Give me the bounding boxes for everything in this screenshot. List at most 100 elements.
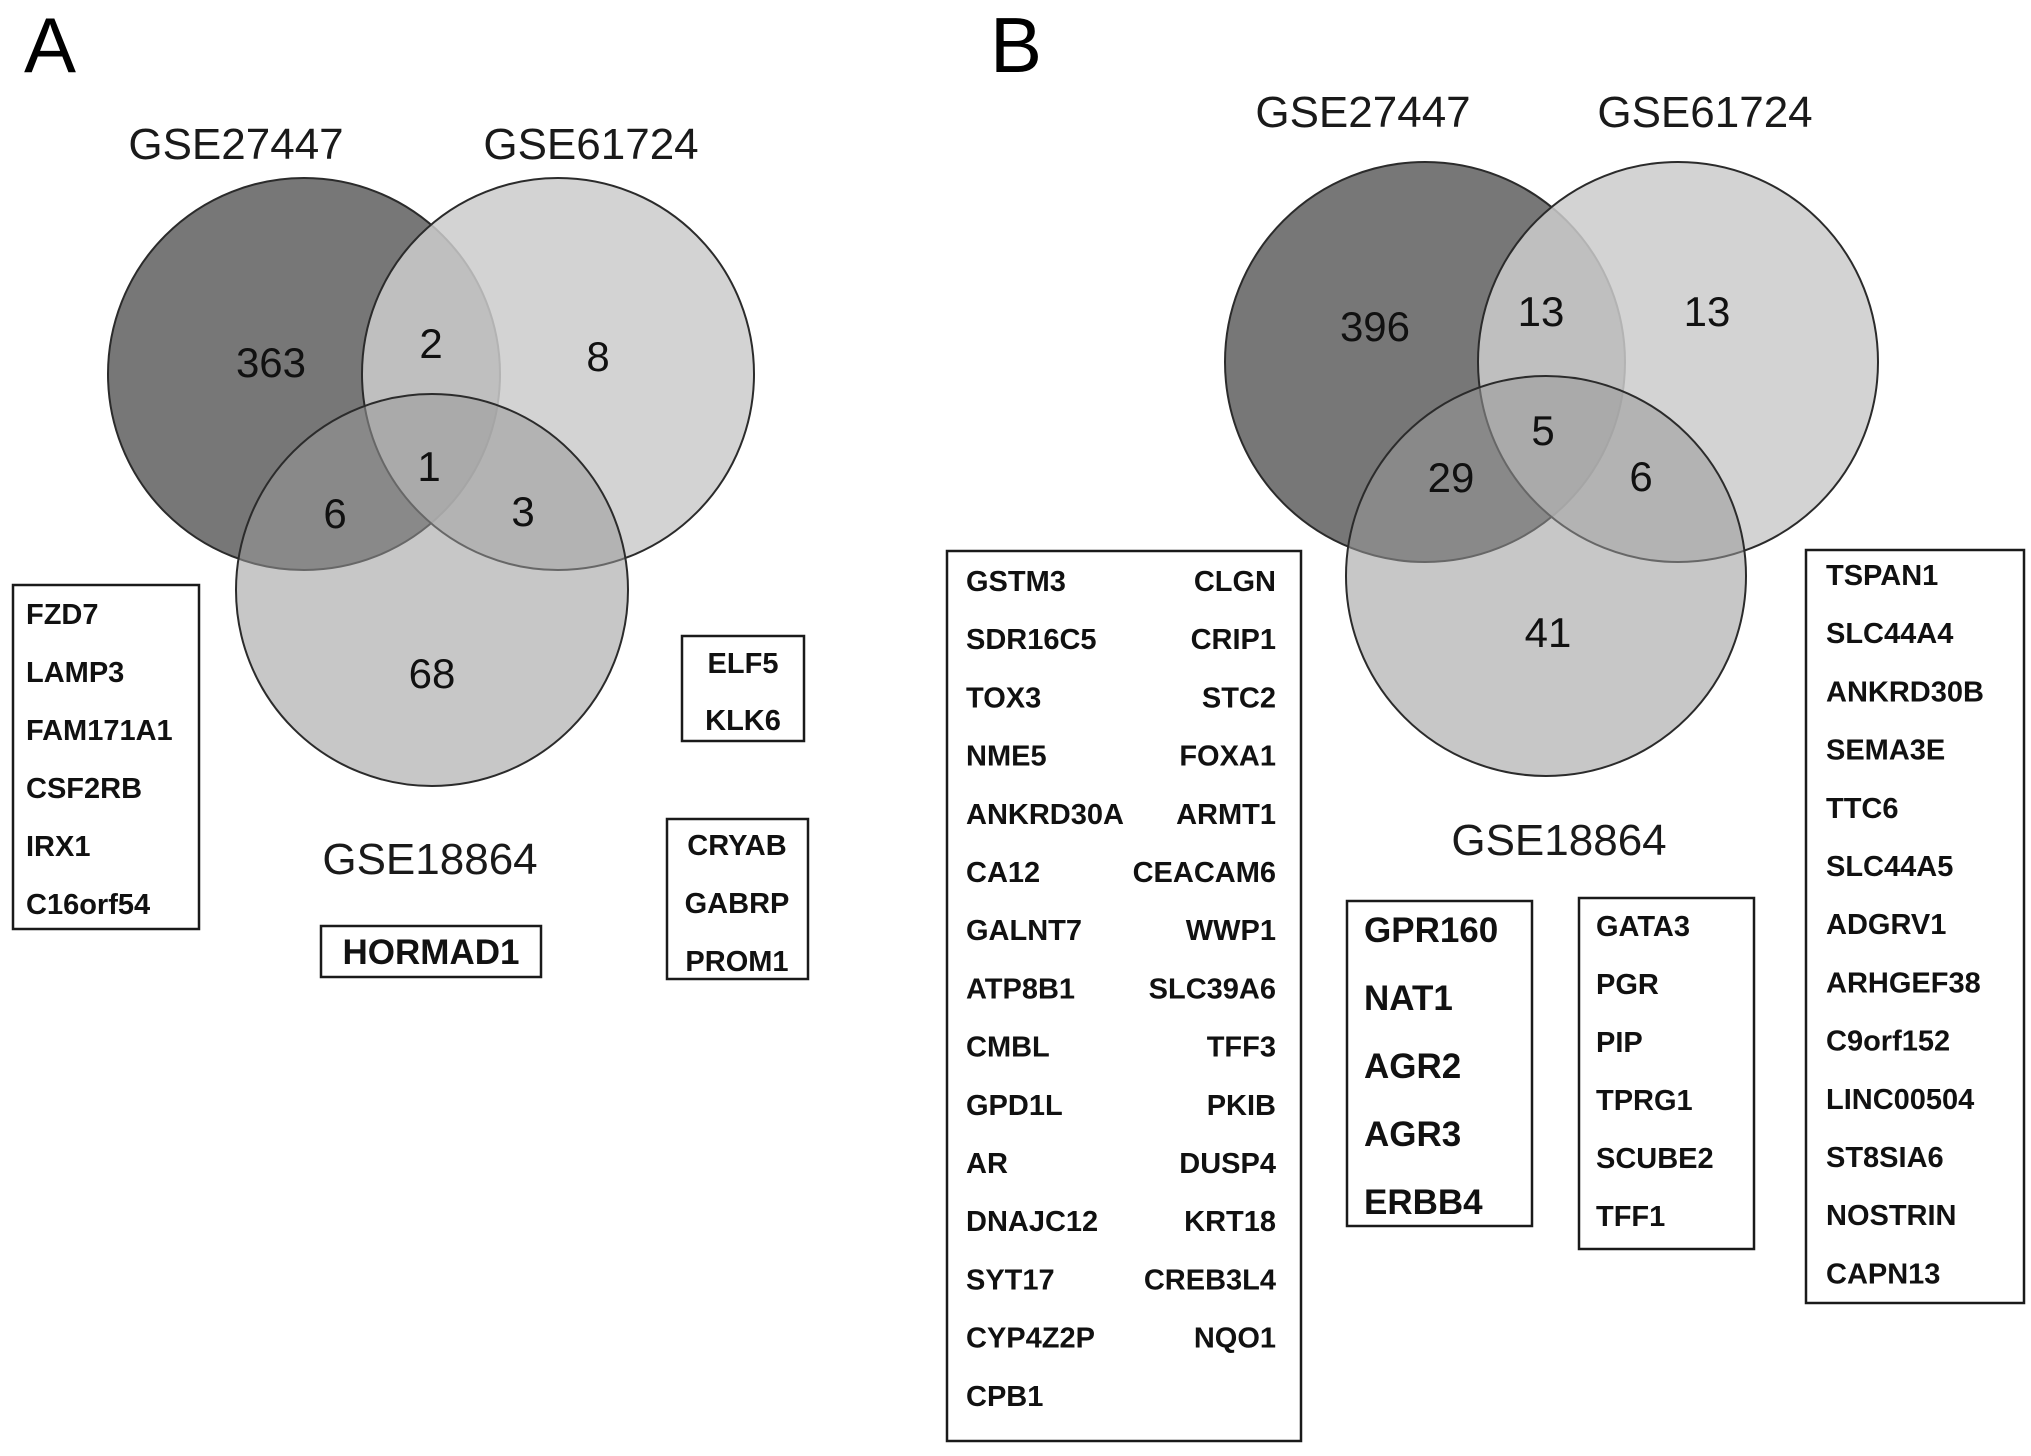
panel-b-label-gse27447: GSE27447 <box>1255 88 1470 137</box>
gene-label: GATA3 <box>1596 911 1690 943</box>
gene-label: CREB3L4 <box>1144 1264 1276 1296</box>
gene-label: ERBB4 <box>1364 1183 1483 1222</box>
panel-a-count-left-bottom: 6 <box>323 490 346 537</box>
gene-label: ANKRD30B <box>1826 676 1984 708</box>
panel-a-box-left-bottom: FZD7 LAMP3 FAM171A1 CSF2RB IRX1 C16orf54 <box>11 583 201 931</box>
panel-b-count-left-right: 13 <box>1518 288 1565 335</box>
panel-a-box-right-bottom: CRYAB GABRP PROM1 <box>665 817 810 981</box>
panel-a-count-right-only: 8 <box>586 333 609 380</box>
gene-label: GABRP <box>685 888 790 920</box>
gene-label: DNAJC12 <box>966 1206 1098 1238</box>
panel-b-box-left-bottom-frame <box>945 549 1303 1443</box>
panel-b-label-gse18864: GSE18864 <box>1451 816 1666 865</box>
gene-label: PGR <box>1596 969 1659 1001</box>
gene-label: PROM1 <box>685 946 788 978</box>
panel-b-box-left-bottom-column-2: CLGNCRIP1STC2FOXA1ARMT1CEACAM6WWP1SLC39A… <box>1133 566 1276 1355</box>
gene-label: ARHGEF38 <box>1826 967 1981 999</box>
panel-a-count-left-only: 363 <box>236 339 306 386</box>
gene-label: LAMP3 <box>26 657 124 689</box>
panel-b-letter: B <box>990 1 1042 89</box>
gene-label: CSF2RB <box>26 773 142 805</box>
gene-label: NQO1 <box>1194 1323 1276 1355</box>
gene-label: FAM171A1 <box>26 715 173 747</box>
gene-label: CA12 <box>966 857 1040 889</box>
panel-a-count-all: 1 <box>417 443 440 490</box>
gene-label: GSTM3 <box>966 566 1066 598</box>
gene-label: SLC44A4 <box>1826 618 1953 650</box>
panel-b-venn <box>1224 161 1879 777</box>
panel-b-count-left-bottom: 29 <box>1428 454 1475 501</box>
panel-b: B GSE27447 GSE61724 GSE18864 396 13 13 5… <box>945 1 2026 1443</box>
gene-label: FZD7 <box>26 599 99 631</box>
gene-label: CAPN13 <box>1826 1258 1940 1290</box>
gene-label: GPR160 <box>1364 911 1498 950</box>
gene-label: SDR16C5 <box>966 624 1097 656</box>
gene-label: NME5 <box>966 741 1047 773</box>
panel-a-count-bottom-only: 68 <box>409 650 456 697</box>
panel-a: A GSE27447 GSE61724 GSE18864 363 2 8 1 6… <box>11 1 810 981</box>
gene-label: ATP8B1 <box>966 973 1075 1005</box>
gene-label: SCUBE2 <box>1596 1143 1714 1175</box>
panel-a-label-gse27447: GSE27447 <box>128 120 343 169</box>
gene-label: IRX1 <box>26 831 90 863</box>
panel-a-label-gse61724: GSE61724 <box>483 120 698 169</box>
gene-label: WWP1 <box>1186 915 1276 947</box>
panel-b-box-left-right: TSPAN1SLC44A4ANKRD30BSEMA3ETTC6SLC44A5AD… <box>1804 548 2026 1305</box>
gene-label: CYP4Z2P <box>966 1323 1095 1355</box>
gene-label: ST8SIA6 <box>1826 1142 1944 1174</box>
gene-label: GPD1L <box>966 1090 1063 1122</box>
panel-a-box-left-right-frame <box>680 634 806 743</box>
gene-label: C16orf54 <box>26 889 150 921</box>
gene-label: SLC39A6 <box>1149 973 1276 1005</box>
gene-label: GALNT7 <box>966 915 1082 947</box>
gene-label: ELF5 <box>708 648 779 680</box>
gene-label: FOXA1 <box>1179 741 1276 773</box>
gene-label: SYT17 <box>966 1264 1055 1296</box>
panel-a-letter: A <box>24 1 76 89</box>
panel-a-box-all: HORMAD1 <box>319 924 543 979</box>
gene-label: PIP <box>1596 1027 1643 1059</box>
gene-label: HORMAD1 <box>343 933 520 972</box>
gene-label: ADGRV1 <box>1826 909 1946 941</box>
gene-label: CRIP1 <box>1191 624 1276 656</box>
gene-label: AR <box>966 1148 1008 1180</box>
panel-a-box-left-bottom-frame <box>11 583 201 931</box>
panel-b-box-left-right-frame <box>1804 548 2026 1305</box>
panel-b-box-right-bottom-frame <box>1577 896 1756 1251</box>
panel-b-count-left-only: 396 <box>1340 303 1410 350</box>
panel-a-count-right-bottom: 3 <box>511 488 534 535</box>
gene-label: ANKRD30A <box>966 799 1124 831</box>
gene-label: TSPAN1 <box>1826 560 1938 592</box>
gene-label: DUSP4 <box>1179 1148 1276 1180</box>
panel-b-count-right-only: 13 <box>1684 288 1731 335</box>
panel-b-count-bottom-only: 41 <box>1525 609 1572 656</box>
gene-label: NOSTRIN <box>1826 1200 1957 1232</box>
gene-label: KRT18 <box>1184 1206 1276 1238</box>
gene-label: TFF1 <box>1596 1201 1665 1233</box>
gene-label: CEACAM6 <box>1133 857 1276 889</box>
gene-label: CRYAB <box>687 830 786 862</box>
gene-label: AGR2 <box>1364 1047 1461 1086</box>
panel-b-box-all-frame <box>1345 899 1534 1228</box>
gene-label: TFF3 <box>1207 1032 1276 1064</box>
gene-label: STC2 <box>1202 682 1276 714</box>
gene-label: TPRG1 <box>1596 1085 1693 1117</box>
panel-a-venn <box>107 177 755 787</box>
panel-b-box-left-bottom-column-1: GSTM3SDR16C5TOX3NME5ANKRD30ACA12GALNT7AT… <box>966 566 1124 1413</box>
gene-label: AGR3 <box>1364 1115 1461 1154</box>
panel-b-box-left-right-list: TSPAN1SLC44A4ANKRD30BSEMA3ETTC6SLC44A5AD… <box>1826 560 1984 1290</box>
gene-label: CLGN <box>1194 566 1276 598</box>
gene-label: CMBL <box>966 1032 1050 1064</box>
gene-label: C9orf152 <box>1826 1026 1950 1058</box>
gene-label: TTC6 <box>1826 793 1899 825</box>
panel-b-count-all: 5 <box>1531 407 1554 454</box>
panel-b-label-gse61724: GSE61724 <box>1597 88 1812 137</box>
panel-b-count-right-bottom: 6 <box>1629 453 1652 500</box>
panel-b-circle-gse18864 <box>1345 375 1747 777</box>
gene-label: LINC00504 <box>1826 1084 1974 1116</box>
panel-a-box-right-bottom-frame <box>665 817 810 981</box>
